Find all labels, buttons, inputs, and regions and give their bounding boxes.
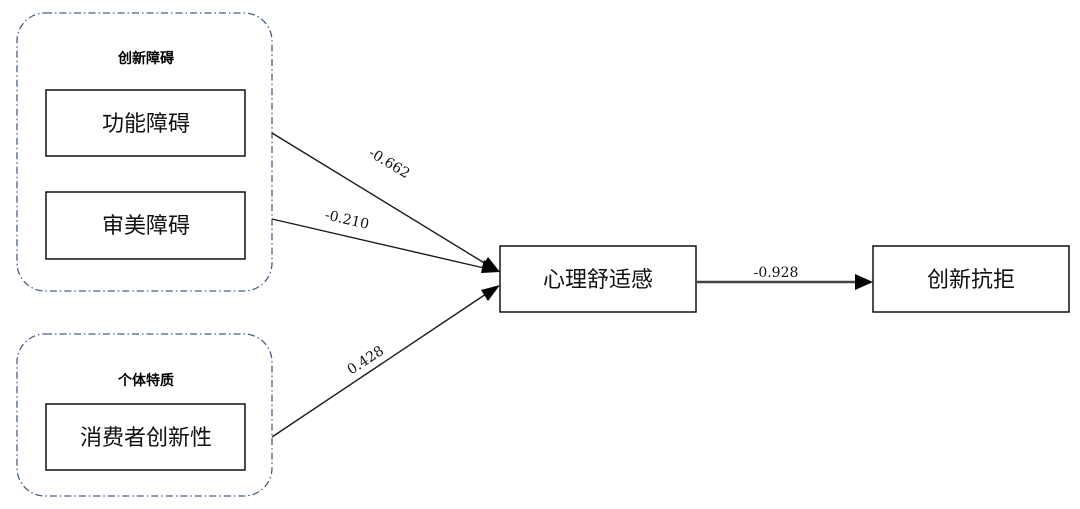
- edge-label-aesthetic-to-comfort: -0.210: [323, 207, 370, 233]
- node-box-innovation-resistance: [872, 245, 1070, 313]
- node-label-innovation-resistance: 创新抗拒: [927, 268, 1015, 293]
- arrowhead-innovativeness-to-comfort: [481, 285, 500, 301]
- edge-aesthetic-to-comfort: [271, 218, 485, 269]
- node-box-functional-barrier: [45, 89, 246, 157]
- node-label-functional-barrier: 功能障碍: [102, 112, 190, 137]
- node-label-psychological-comfort: 心理舒适感: [543, 268, 653, 293]
- arrowhead-aesthetic-to-comfort: [481, 260, 500, 273]
- edge-label-innovativeness-to-comfort: 0.428: [345, 343, 387, 378]
- edge-label-functional-to-comfort: -0.662: [366, 145, 413, 182]
- edge-label-comfort-to-resistance: -0.928: [754, 265, 799, 281]
- node-box-psychological-comfort: [499, 245, 697, 313]
- group-title-innovation-barriers: 创新障碍: [117, 50, 174, 67]
- edge-functional-to-comfort: [271, 132, 487, 265]
- node-box-consumer-innovativeness: [45, 403, 246, 471]
- group-frame-innovation-barriers: [16, 12, 273, 292]
- node-label-consumer-innovativeness: 消费者创新性: [80, 426, 212, 451]
- arrowhead-comfort-to-resistance: [855, 274, 873, 290]
- node-box-aesthetic-barrier: [45, 191, 246, 260]
- node-label-aesthetic-barrier: 审美障碍: [102, 214, 190, 239]
- edge-innovativeness-to-comfort: [271, 293, 487, 438]
- group-frame-personal-traits: [16, 333, 273, 497]
- group-title-personal-traits: 个体特质: [117, 372, 174, 389]
